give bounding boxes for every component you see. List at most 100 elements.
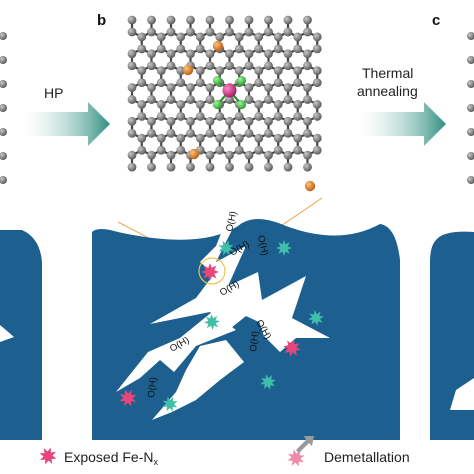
carbon-atom: [147, 83, 156, 92]
carbon-atom: [312, 133, 322, 143]
defect-site-marker: [276, 240, 292, 256]
carbon-atom: [166, 49, 176, 59]
carbon-atom: [195, 100, 205, 109]
carbon-atom: [166, 15, 176, 25]
carbon-atom: [225, 95, 234, 104]
carbon-atom: [156, 133, 166, 143]
carbon-atom: [176, 78, 186, 88]
fe-star: [39, 447, 57, 465]
carbon-atom: [254, 78, 264, 88]
carbon-atom: [215, 112, 225, 121]
carbon-atom: [312, 32, 322, 42]
carbon-atoms: [127, 15, 322, 172]
carbon-atom: [186, 15, 195, 25]
carbon-atom: [254, 145, 264, 155]
carbon-atom: [264, 162, 273, 172]
carbon-atom: [195, 78, 205, 88]
carbon-atom: [293, 78, 303, 88]
graphene-lattice: [127, 15, 322, 192]
carbon-atom: [137, 145, 147, 155]
carbon-atom: [166, 95, 176, 104]
carbon-atom: [215, 66, 225, 76]
carbon-atom: [254, 112, 264, 121]
carbon-atom: [195, 32, 205, 42]
graphene-fragment-left: [0, 32, 7, 184]
carbon-atom: [283, 83, 293, 92]
carbon-atom: [273, 32, 283, 42]
carbon-atom: [312, 145, 322, 155]
carbon-atom: [225, 61, 234, 71]
carbon-atom: [467, 80, 474, 88]
carbon-atom: [176, 100, 186, 109]
carbon-atom: [303, 95, 312, 104]
carbon-atom: [467, 32, 474, 40]
carbon-atom: [283, 15, 293, 25]
carbon-atom: [147, 15, 156, 25]
carbon-atom: [467, 56, 474, 64]
carbon-atom: [147, 128, 156, 138]
carbon-atom: [303, 162, 312, 172]
carbon-atom: [205, 116, 215, 126]
carbon-atom: [234, 133, 244, 143]
carbon-atom: [127, 15, 137, 25]
carbon-atom: [127, 83, 137, 92]
carbon-atom: [254, 66, 264, 76]
carbon-atom: [0, 128, 7, 136]
carbon-atom: [166, 128, 176, 138]
carbon-atom: [137, 100, 147, 109]
carbon-atom: [166, 27, 176, 37]
carbon-atom: [156, 44, 166, 54]
carbon-atom: [225, 128, 234, 138]
legend-demetallation-label: Demetallation: [324, 449, 410, 465]
annealing-label: annealing: [357, 83, 418, 99]
carbon-atom: [215, 145, 225, 155]
carbon-atom: [303, 49, 312, 59]
carbon-atom: [303, 61, 312, 71]
carbon-atom: [244, 162, 254, 172]
carbon-atom: [205, 15, 215, 25]
panel-c-fragment: [430, 32, 474, 440]
carbon-atom: [312, 78, 322, 88]
carbon-atom: [312, 112, 322, 121]
carbon-atom: [283, 61, 293, 71]
carbon-atom: [234, 32, 244, 42]
legend: Exposed Fe-Nx Demetallation: [39, 436, 410, 467]
carbon-atom: [127, 27, 137, 37]
oxygen-atom: [304, 180, 316, 192]
carbon-atom: [283, 162, 293, 172]
carbon-atom: [467, 128, 474, 136]
carbon-atom: [176, 66, 186, 76]
carbon-atom: [137, 133, 147, 143]
carbon-atom: [176, 32, 186, 42]
carbon-atom: [127, 116, 137, 126]
carbon-atom: [254, 100, 264, 109]
carbon-atom: [234, 112, 244, 121]
carbon-atom: [234, 145, 244, 155]
carbon-atom: [264, 15, 273, 25]
iron-atom: [222, 83, 237, 98]
carbon-atom: [254, 44, 264, 54]
carbon-atom: [127, 128, 137, 138]
carbon-atom: [264, 128, 273, 138]
carbon-atom: [283, 95, 293, 104]
carbon-atom: [467, 176, 474, 184]
carbon-atom: [244, 128, 254, 138]
carbon-atom: [137, 78, 147, 88]
nitrogen-atom: [212, 75, 223, 86]
carbon-atom: [273, 145, 283, 155]
carbon-atom: [244, 27, 254, 37]
carbon-atom: [166, 83, 176, 92]
panel-label-b: b: [97, 12, 106, 29]
hp-label: HP: [44, 85, 63, 101]
carbon-atom: [303, 27, 312, 37]
carbon-atom: [166, 150, 176, 160]
carbon-atom: [0, 104, 7, 112]
carbon-atom: [186, 49, 195, 59]
carbon-atom: [186, 116, 195, 126]
oxygen-atom: [188, 148, 200, 160]
hp-arrow: [22, 102, 110, 146]
carbon-atom: [186, 128, 195, 138]
carbon-atom: [244, 49, 254, 59]
carbon-atom: [215, 32, 225, 42]
carbon-atom: [467, 152, 474, 160]
